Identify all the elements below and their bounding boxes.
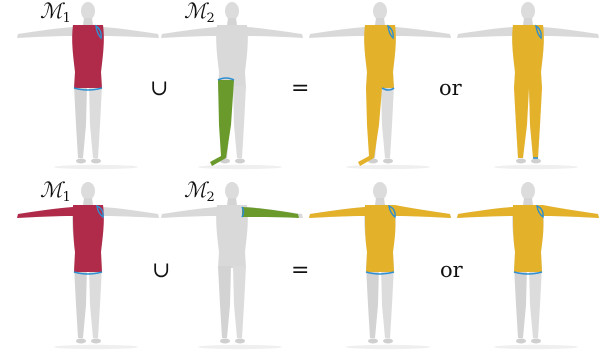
row1-equals-symbol: =	[291, 76, 310, 101]
row1-m1-figure	[17, 2, 159, 170]
row2-or-text: or	[440, 258, 463, 282]
row1-result-a	[309, 2, 451, 170]
row1-m1-boundary	[73, 87, 103, 91]
row1-union-symbol: ∪	[150, 76, 169, 101]
row-1	[17, 2, 599, 170]
row-2	[17, 182, 599, 350]
row2-m1-region	[17, 205, 104, 272]
row2-result-b	[457, 182, 599, 350]
row2-m2-region	[242, 207, 299, 218]
row1-or-text: or	[439, 76, 462, 100]
row2-result-a	[309, 182, 451, 350]
row2-m2-boundary	[241, 206, 245, 218]
row2-label-m2: ℳ2	[184, 178, 215, 205]
row2-m1-figure	[17, 182, 159, 350]
row1-label-m2: ℳ2	[184, 0, 215, 26]
row1-m2-region	[210, 80, 234, 166]
row1-result-b	[457, 2, 599, 170]
row1-result-b-region	[512, 25, 544, 158]
row1-m1-region	[72, 25, 104, 88]
row1-result-a-region	[358, 25, 396, 166]
row1-label-m1: ℳ1	[40, 0, 71, 26]
row2-result-a-region	[309, 205, 451, 272]
row2-m2-figure	[161, 182, 303, 350]
row2-result-b-region	[457, 205, 599, 272]
row2-equals-symbol: =	[291, 258, 310, 283]
row2-label-m1: ℳ1	[40, 178, 71, 205]
row2-m1-boundary	[73, 271, 103, 275]
row2-union-symbol: ∪	[152, 258, 171, 283]
row1-m2-figure	[161, 2, 303, 170]
row1-m2-boundary	[217, 77, 235, 81]
